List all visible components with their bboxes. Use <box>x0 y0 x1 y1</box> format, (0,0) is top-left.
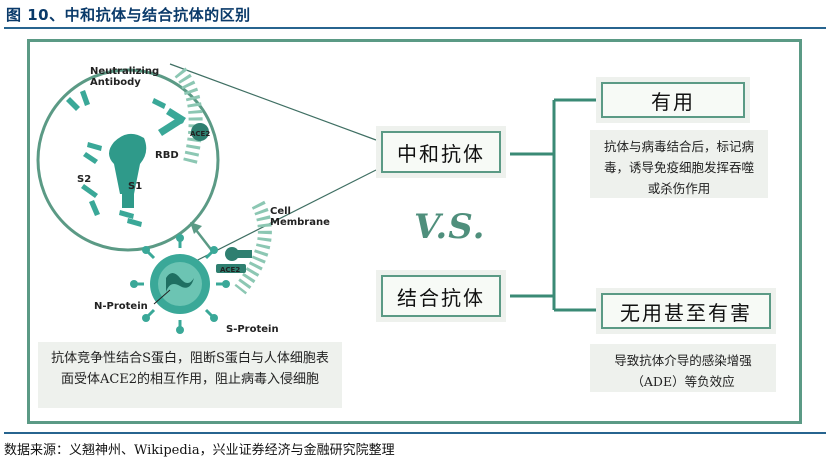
membrane-top-icon <box>174 67 203 164</box>
binding-antibody-box: 结合抗体 <box>376 270 506 322</box>
zoom-line-bottom <box>169 169 377 275</box>
s-protein-label: S-Protein <box>226 324 279 335</box>
left-caption: 抗体竞争性结合S蛋白，阻断S蛋白与人体细胞表面受体ACE2的相互作用，阻止病毒入… <box>38 342 342 408</box>
neutralizing-antibody-box: 中和抗体 <box>376 126 506 178</box>
neutralizing-antibody-label-2: Antibody <box>90 77 141 88</box>
entry-arrowhead <box>190 222 202 234</box>
s1-label: S1 <box>128 181 142 192</box>
s2-label: S2 <box>77 174 91 185</box>
n-protein-pointer <box>153 289 171 305</box>
zoom-line-top <box>169 63 377 141</box>
ace2-label-bottom: ACE2 <box>220 266 240 274</box>
harmful-box: 无用甚至有害 <box>596 288 776 334</box>
cell-membrane-label-2: Membrane <box>270 217 330 228</box>
spike-protein-icon <box>109 108 209 208</box>
neutralizing-antibody-label: Neutralizing <box>90 66 159 77</box>
useful-title: 有用 <box>651 89 695 114</box>
virus-icon <box>130 234 230 334</box>
figure-title: 图 10、中和抗体与结合抗体的区别 <box>6 6 251 24</box>
harmful-description: 导致抗体介导的感染增强（ADE）等负效应 <box>590 344 776 392</box>
neutralizing-antibody-title: 中和抗体 <box>397 141 485 166</box>
useful-box: 有用 <box>596 77 750 123</box>
ace2-label-top: ACE2 <box>190 130 210 138</box>
diagram-area: Neutralizing Antibody ACE2 RBD S2 S1 Cel… <box>30 42 799 421</box>
cell-membrane-icon <box>216 200 272 295</box>
binding-antibody-title: 结合抗体 <box>397 285 485 310</box>
title-rule <box>4 27 826 29</box>
harmful-title: 无用甚至有害 <box>620 300 752 325</box>
mechanism-illustration: Neutralizing Antibody ACE2 RBD S2 S1 Cel… <box>36 63 596 335</box>
cell-membrane-label: Cell <box>270 206 291 217</box>
source-note: 数据来源：义翘神州、Wikipedia，兴业证券经济与金融研究院整理 <box>4 432 826 458</box>
antibody-icons <box>66 90 166 227</box>
rbd-label: RBD <box>155 150 179 161</box>
n-protein-label: N-Protein <box>94 301 148 312</box>
useful-description: 抗体与病毒结合后，标记病毒，诱导免疫细胞发挥吞噬或杀伤作用 <box>590 130 768 198</box>
entry-arrow <box>195 229 214 253</box>
vs-text: V.S. <box>414 207 486 247</box>
